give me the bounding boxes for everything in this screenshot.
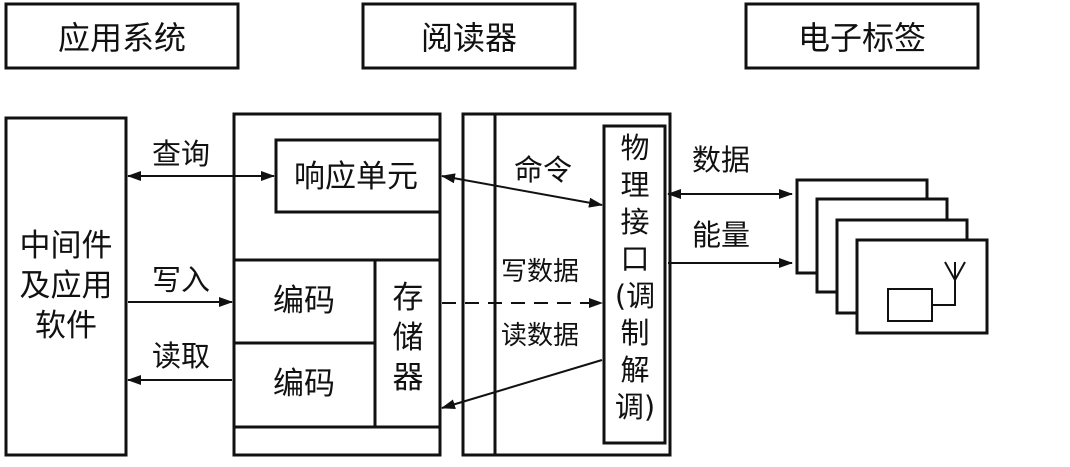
header-reader: 阅读器 [361,2,577,70]
command-arrow [441,173,603,208]
response-unit: 响应单元 [274,138,442,214]
flow-data-label: 数据 [692,143,750,177]
storage-char-2: 储 [393,320,424,356]
flow-read-data-label: 读数据 [501,321,579,351]
phys-char-2: 理 [620,168,649,202]
tag-stack [795,178,989,335]
flow-energy-label: 能量 [692,218,750,252]
read-data-arrow [441,359,603,410]
phys-char-3: 接 [620,205,649,239]
header-application-label: 应用系统 [58,19,186,57]
header-tag-label: 电子标签 [798,19,926,57]
middleware-box: 中间件 及应用 软件 [4,116,128,457]
antenna-icon [932,261,966,306]
phys-char-1: 物 [620,131,649,165]
flow-write-data-label: 写数据 [501,257,579,287]
phys-char-7: 解 [620,353,649,387]
phys-char-6: 制 [620,316,649,350]
middleware-line-1: 中间件 [20,228,113,264]
flow-command-label: 命令 [514,153,572,187]
flow-query-label: 查询 [152,137,210,171]
phys-char-5: (调 [615,279,655,313]
encoder-upper-label: 编码 [273,283,335,319]
storage-unit: 存 储 器 [393,280,424,396]
response-unit-label: 响应单元 [294,159,418,195]
physical-interface: 物 理 接 口 (调 制 解 调) [602,124,667,445]
phys-char-8: 调) [615,390,655,424]
header-reader-label: 阅读器 [421,19,517,57]
encoder-lower-label: 编码 [273,366,335,402]
phys-char-4: 口 [620,242,649,276]
storage-char-1: 存 [393,280,424,316]
flow-read-label: 读取 [152,339,210,373]
middleware-line-2: 及应用 [20,268,113,304]
header-tag: 电子标签 [744,2,980,70]
header-application: 应用系统 [4,2,240,70]
middleware-line-3: 软件 [35,308,97,344]
storage-char-3: 器 [393,360,424,396]
flow-write-in-label: 写入 [152,263,210,297]
